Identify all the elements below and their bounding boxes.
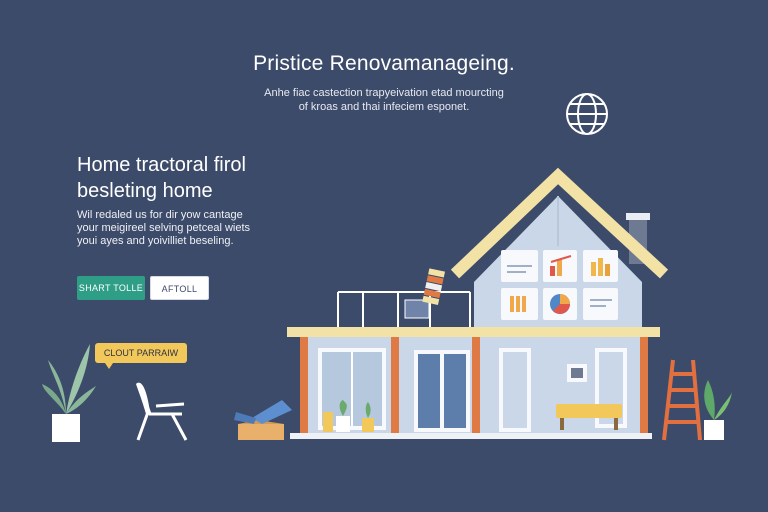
globe-icon[interactable] [564,91,610,137]
open-box [234,400,292,440]
list-icon [583,288,618,320]
ground-line [290,433,652,439]
sofa [556,404,622,418]
laptop [404,299,430,319]
subtitle-line-1: Anhe fiac castection trapyeivation etad … [264,87,504,99]
hero-desc-line-3: youi ayes and yoivilliet beseling. [77,235,234,247]
plant-pot-2 [323,412,333,432]
hero-description: Wil redaled us for dir yow cantage your … [77,209,297,248]
pillar-right [640,337,648,433]
plant-pot-3 [362,402,374,432]
chart-tiles [501,250,618,320]
speech-bubble: CLOUT PARRAIW [95,343,187,369]
pillar-left [300,337,308,433]
floor-slab [287,327,660,337]
page-subtitle: Anhe fiac castection trapyeivation etad … [250,86,518,114]
hero-title-line-2: besleting home [77,180,213,202]
pillar-mid-1 [391,337,399,433]
roof [450,167,669,279]
book-stack [422,268,446,305]
ladder [662,359,702,441]
hero-title-line-1: Home tractoral firol [77,154,246,176]
plant-pot-1 [336,400,350,432]
balcony-railing [337,291,471,328]
plant-right [704,380,732,440]
plant-left [42,344,96,442]
secondary-button[interactable]: AFTOLL [150,276,209,300]
subtitle-line-2: of kroas and thai infeciem esponet. [298,101,470,113]
hero-desc-line-2: your meigireel selving petceal wiets [77,222,251,234]
hero-title: Home tractoral firol besleting home [77,152,337,204]
start-button[interactable]: SHART TOLLE [77,276,145,300]
hero-desc-line-1: Wil redaled us for dir yow cantage [77,209,243,221]
pillar-mid-2 [472,337,480,433]
page-title: Pristice Renovamanageing. [253,52,515,75]
